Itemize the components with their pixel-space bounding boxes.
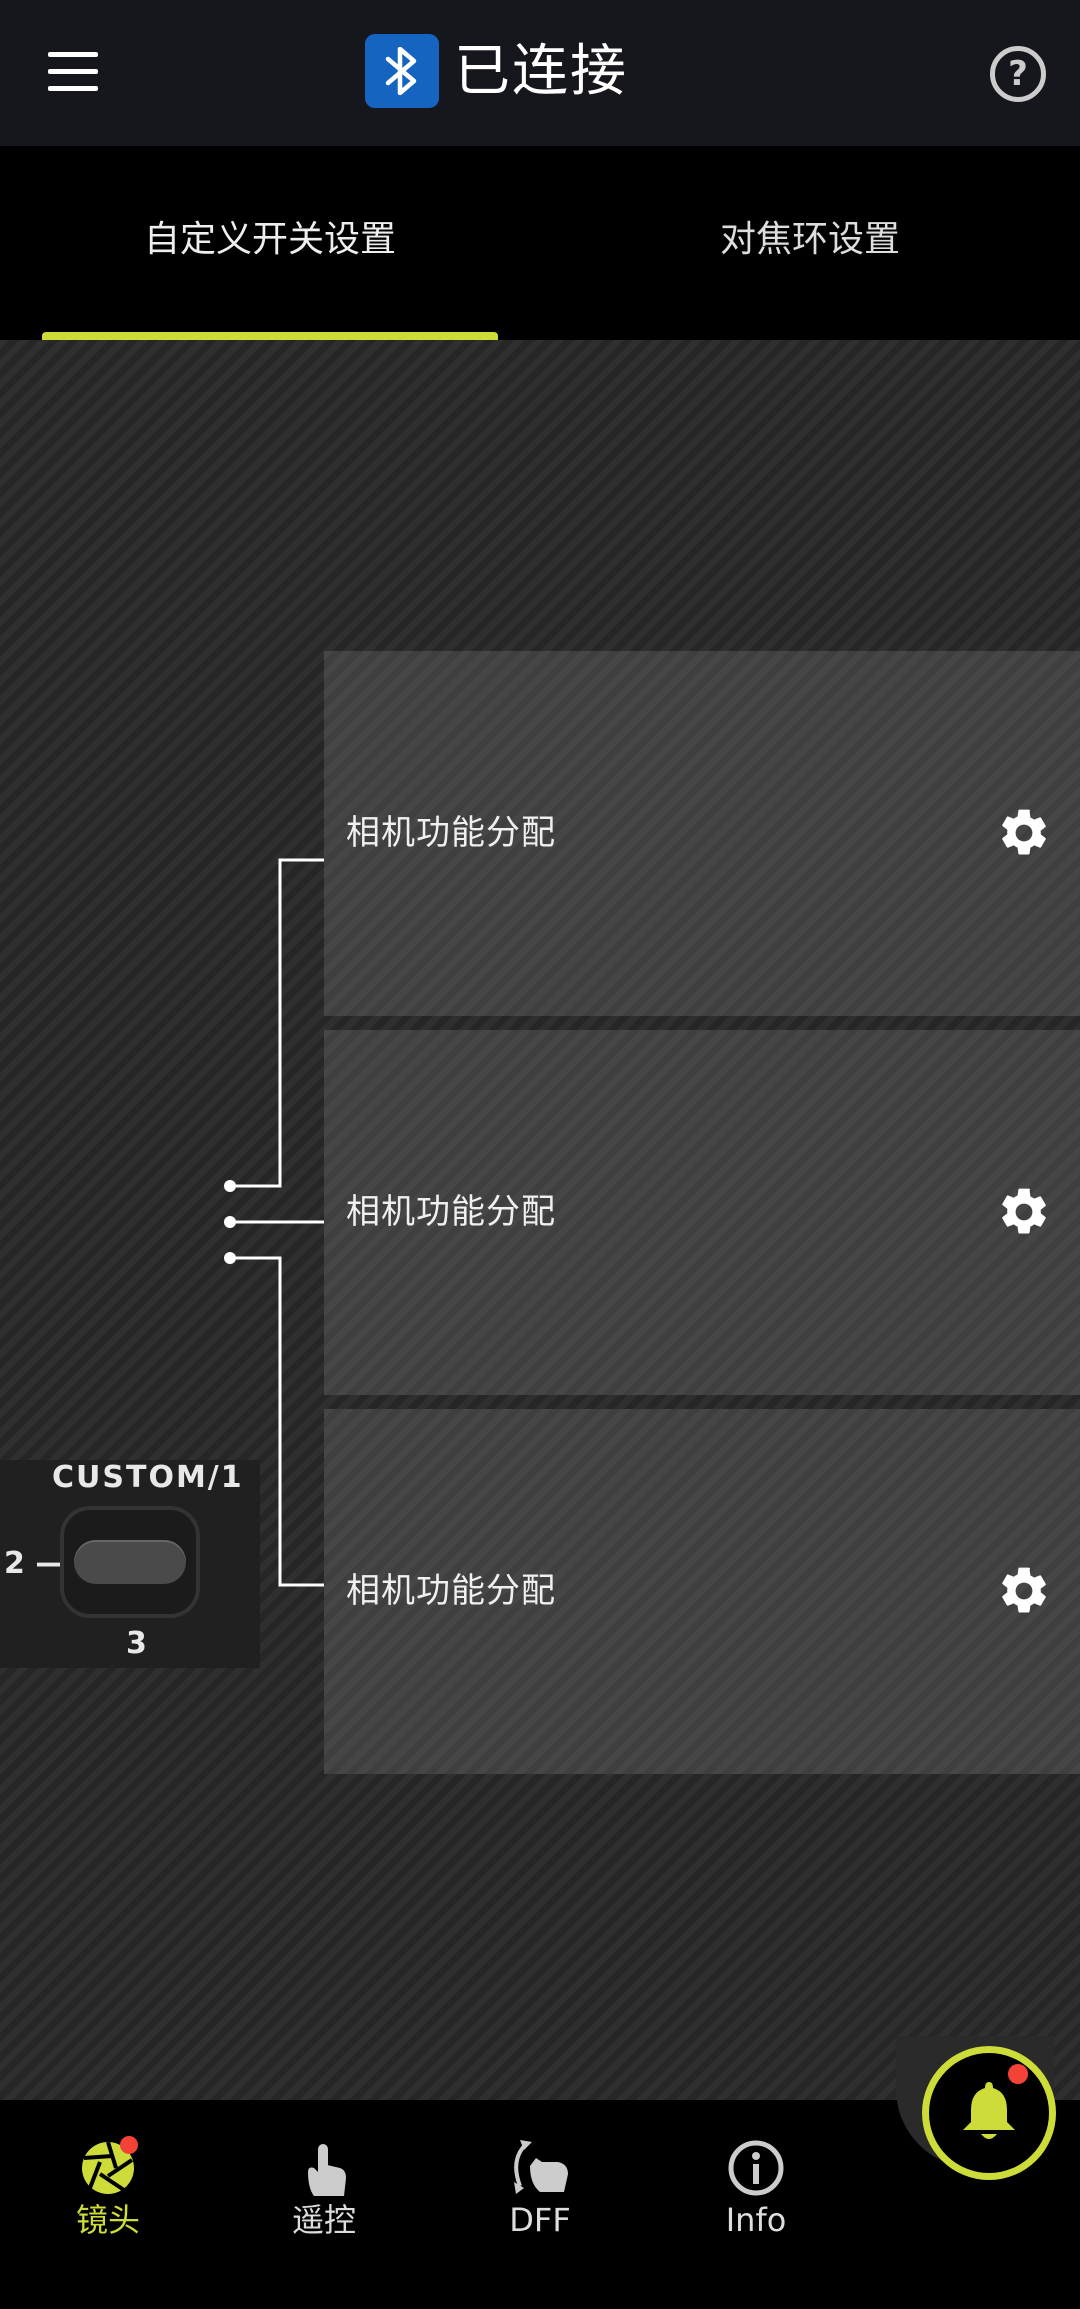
switch-settings-content: 相机功能分配 相机功能分配 相机功能分配 CUSTOM/1 2 — 3 xyxy=(0,340,1080,2100)
gear-icon[interactable] xyxy=(996,1563,1052,1619)
nav-remote[interactable]: 遥控 xyxy=(254,2118,394,2242)
assignment-panel-3[interactable]: 相机功能分配 xyxy=(324,1409,1080,1774)
nav-dff-label: DFF xyxy=(509,2201,571,2239)
hamburger-menu-icon[interactable] xyxy=(48,52,98,92)
rotate-hand-icon xyxy=(470,2118,610,2198)
tab-active-indicator xyxy=(42,332,498,340)
notification-button[interactable] xyxy=(922,2046,1056,2180)
assignment-panel-1[interactable]: 相机功能分配 xyxy=(324,651,1080,1016)
app-header: 已连接 ? xyxy=(0,0,1080,146)
tab-bar: 自定义开关设置 对焦环设置 xyxy=(0,146,1080,342)
assignment-panel-2[interactable]: 相机功能分配 xyxy=(324,1030,1080,1395)
touch-hand-icon xyxy=(254,2118,394,2198)
nav-dff[interactable]: DFF xyxy=(470,2118,610,2242)
gear-icon[interactable] xyxy=(996,805,1052,861)
nav-info-label: Info xyxy=(725,2201,787,2239)
gear-icon[interactable] xyxy=(996,1184,1052,1240)
switch-position-bottom-label: 3 xyxy=(126,1626,147,1661)
lens-notification-badge xyxy=(120,2136,138,2154)
assignment-label-2: 相机功能分配 xyxy=(346,1192,556,1232)
nav-lens[interactable]: 镜头 xyxy=(38,2118,178,2242)
info-circle-icon xyxy=(686,2118,826,2198)
nav-remote-label: 遥控 xyxy=(291,2201,356,2239)
bottom-navigation: 镜头 遥控 DFF Info xyxy=(0,2100,1080,2309)
custom-switch-diagram: CUSTOM/1 2 — 3 xyxy=(0,1460,260,1668)
switch-connector-lines xyxy=(224,858,324,1587)
help-icon[interactable]: ? xyxy=(990,46,1046,102)
bell-notification-badge xyxy=(1008,2064,1028,2084)
aperture-icon xyxy=(38,2118,178,2198)
nav-info[interactable]: Info xyxy=(686,2118,826,2242)
assignment-label-1: 相机功能分配 xyxy=(346,813,556,853)
assignment-label-3: 相机功能分配 xyxy=(346,1571,556,1611)
tab-focus-ring[interactable]: 对焦环设置 xyxy=(719,219,900,260)
bell-icon xyxy=(963,2082,1015,2139)
tab-custom-switch[interactable]: 自定义开关设置 xyxy=(143,219,396,260)
switch-knob xyxy=(60,1506,200,1618)
switch-position-top-label: CUSTOM/1 xyxy=(52,1460,244,1495)
bluetooth-icon xyxy=(365,34,439,108)
nav-lens-label: 镜头 xyxy=(75,2201,140,2239)
connection-status-title: 已连接 xyxy=(454,39,628,104)
